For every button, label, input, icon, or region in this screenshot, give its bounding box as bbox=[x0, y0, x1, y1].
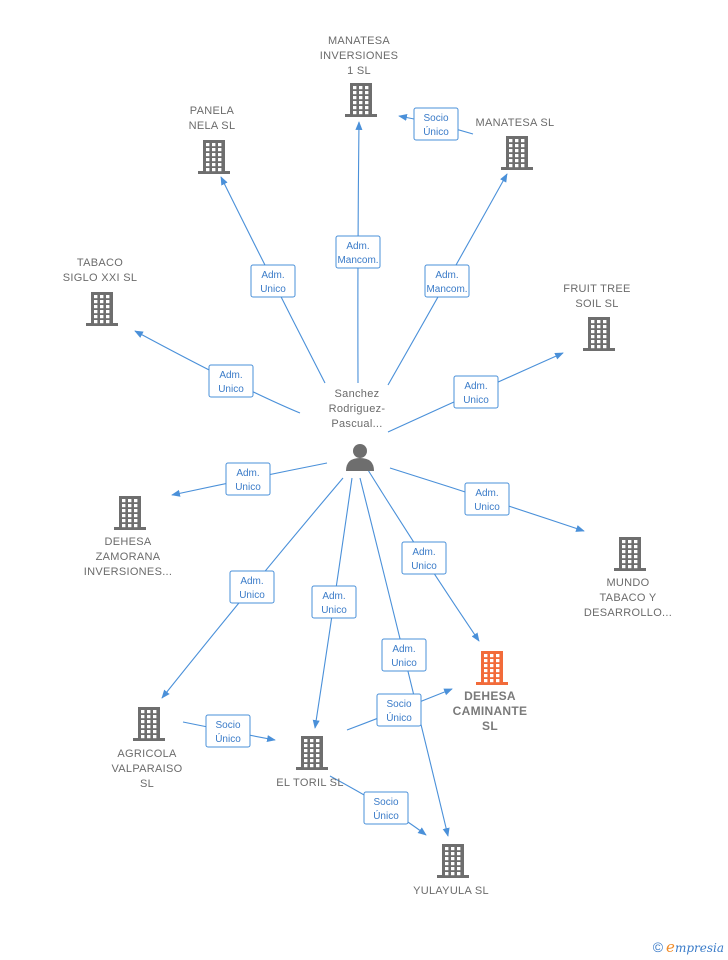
edge-label-box bbox=[413, 107, 459, 141]
copyright-icon: © bbox=[652, 939, 664, 955]
edge-label-text: Adm.Unico bbox=[260, 270, 286, 295]
building-icon bbox=[345, 83, 377, 117]
building-icon bbox=[583, 317, 615, 351]
edge-label-box bbox=[205, 714, 251, 748]
edge-label-box bbox=[311, 585, 357, 619]
edge-label-text: Adm.Unico bbox=[391, 644, 417, 669]
edge-label-text: Adm.Mancom. bbox=[337, 241, 378, 266]
edge-label-center-to-toril[interactable]: Adm.Unico bbox=[311, 585, 357, 619]
edge-label-box bbox=[381, 638, 427, 672]
edge-label-box bbox=[424, 264, 470, 298]
company-node-manatesa[interactable]: MANATESA SL bbox=[476, 117, 555, 170]
edge-label-text: Adm.Unico bbox=[321, 591, 347, 616]
company-node-toril[interactable]: EL TORIL SL bbox=[276, 736, 344, 789]
brand-initial: e bbox=[666, 938, 675, 956]
building-icon bbox=[114, 496, 146, 530]
brand-name: empresia bbox=[666, 938, 724, 956]
company-name: YULAYULA SL bbox=[413, 885, 489, 897]
company-name: EL TORIL SL bbox=[276, 777, 344, 789]
company-name: MANATESA SL bbox=[476, 117, 555, 129]
edge-label-text: Adm.Unico bbox=[239, 576, 265, 601]
edge-label-center-to-dehesac[interactable]: Adm.Unico bbox=[401, 541, 447, 575]
edge-label-text: Adm.Unico bbox=[463, 381, 489, 406]
building-icon bbox=[614, 537, 646, 571]
building-icon bbox=[501, 136, 533, 170]
edges-layer bbox=[134, 114, 585, 837]
edge-label-box bbox=[464, 482, 510, 516]
building-icon bbox=[198, 140, 230, 174]
edge-label-center-to-panela[interactable]: Adm.Unico bbox=[250, 264, 296, 298]
building-icon bbox=[296, 736, 328, 770]
edge-label-text: Adm.Unico bbox=[411, 547, 437, 572]
edge-label-center-to-manatesa[interactable]: Adm.Mancom. bbox=[424, 264, 470, 298]
edge-label-box bbox=[401, 541, 447, 575]
edge-label-box bbox=[453, 375, 499, 409]
edge-label-text: Adm.Unico bbox=[474, 488, 500, 513]
edge-label-center-to-manatesa1[interactable]: Adm.Mancom. bbox=[335, 235, 381, 269]
building-icon bbox=[86, 292, 118, 326]
edge-label-center-to-dehesaz[interactable]: Adm.Unico bbox=[225, 462, 271, 496]
edge-label-box bbox=[376, 693, 422, 727]
edge-label-box bbox=[335, 235, 381, 269]
brand-rest: mpresia bbox=[674, 941, 724, 955]
building-icon bbox=[133, 707, 165, 741]
edge-label-center-to-tabaco[interactable]: Adm.Unico bbox=[208, 364, 254, 398]
edge-label-text: Adm.Unico bbox=[235, 468, 261, 493]
edge-label-center-to-agricola[interactable]: Adm.Unico bbox=[229, 570, 275, 604]
edge-label-box bbox=[208, 364, 254, 398]
edge-label-center-to-mundo[interactable]: Adm.Unico bbox=[464, 482, 510, 516]
edge-label-text: Adm.Unico bbox=[218, 370, 244, 395]
person-icon bbox=[346, 444, 374, 471]
edge-label-center-to-yulayula[interactable]: Adm.Unico bbox=[381, 638, 427, 672]
edge-label-center-to-fruit[interactable]: Adm.Unico bbox=[453, 375, 499, 409]
edge-label-box bbox=[225, 462, 271, 496]
building-icon bbox=[437, 844, 469, 878]
footer-brand[interactable]: © empresia bbox=[653, 938, 724, 956]
building-icon bbox=[476, 651, 508, 685]
edge-label-box bbox=[229, 570, 275, 604]
edge-label-text: Adm.Mancom. bbox=[426, 270, 467, 295]
edge-label-box bbox=[363, 791, 409, 825]
edge-label-box bbox=[250, 264, 296, 298]
company-node-yulayula[interactable]: YULAYULA SL bbox=[413, 844, 489, 897]
